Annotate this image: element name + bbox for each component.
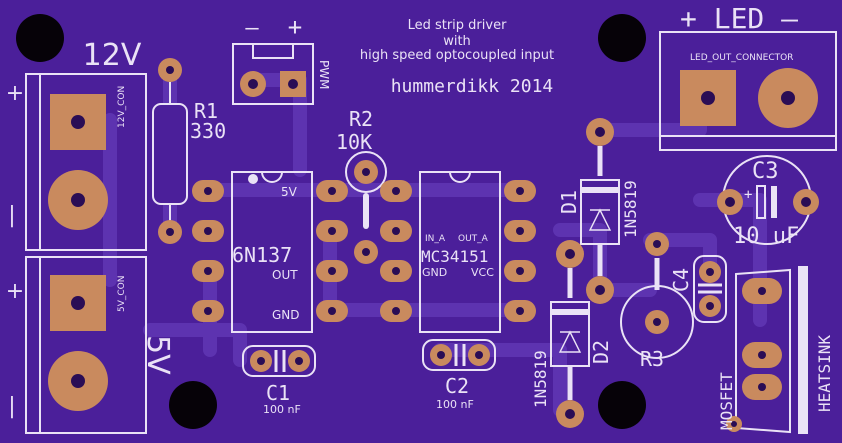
pwm-plus-label: +: [288, 13, 302, 41]
mount-hole-bl: [169, 381, 217, 429]
mount-hole-tl: [16, 14, 64, 62]
mount-hole-tr: [598, 14, 646, 62]
led-connector-label: LED_OUT_CONNECTOR: [690, 53, 793, 63]
heatsink-label: HEATSINK: [815, 335, 834, 412]
u2-name: MC34151: [421, 247, 488, 266]
u1-pin-out: OUT: [272, 268, 298, 282]
led-out-connector: + LED — LED_OUT_CONNECTOR: [659, 2, 837, 151]
con-12v-label: 12V_CON: [117, 86, 127, 128]
diode-d2: D2 1N5819: [531, 240, 613, 428]
ic-6n137: 6N137 5V OUT GND: [192, 171, 348, 333]
c3-value: 10 uF: [733, 224, 799, 249]
title-line-3: high speed optocoupled input: [360, 48, 554, 63]
connector-12v: 12V + | 12V_CON: [6, 38, 147, 251]
u1-pin-gnd: GND: [272, 308, 300, 322]
title-line-1: Led strip driver: [408, 18, 508, 33]
label-5v: 5V: [140, 335, 175, 375]
capacitor-c1: C1 100 nF: [242, 345, 316, 416]
connector-5v: + | 5V_CON 5V: [6, 256, 175, 434]
plus-12v: +: [6, 81, 24, 106]
mount-hole-br: [598, 381, 646, 429]
author-label: hummerdikk 2014: [391, 76, 554, 97]
u2-gnd: GND: [422, 266, 447, 279]
r3-name: R3: [640, 347, 664, 371]
capacitor-c4: C4: [669, 255, 727, 323]
title-line-2: with: [443, 34, 471, 49]
r1-name: R1: [194, 99, 218, 123]
pwm-minus-label: —: [245, 16, 259, 41]
resistor-r2: R2 10K: [336, 107, 387, 264]
u1-name: 6N137: [232, 243, 292, 267]
diode-d1: D1 1N5819: [557, 118, 640, 304]
capacitor-c2: C2 100 nF: [422, 339, 496, 411]
d2-name: D2: [589, 340, 613, 364]
d1-name: D1: [557, 190, 581, 214]
pwm-label: PWM: [317, 60, 331, 89]
c3-name: C3: [752, 159, 779, 184]
led-header: + LED —: [680, 2, 798, 35]
mosfet-label: MOSFET: [717, 372, 736, 430]
r2-name: R2: [349, 107, 373, 131]
c3-plus: +: [744, 187, 752, 203]
label-12v: 12V: [83, 38, 142, 73]
resistor-r1: R1 330: [152, 58, 226, 244]
plus-5v: +: [6, 279, 24, 304]
d1-part: 1N5819: [621, 180, 640, 238]
mosfet-heatsink: MOSFET HEATSINK: [717, 266, 834, 434]
c2-name: C2: [445, 374, 469, 398]
c4-name: C4: [669, 268, 693, 292]
con-5v-label: 5V_CON: [117, 276, 127, 312]
c1-value: 100 nF: [263, 403, 301, 416]
ic-mc34151: IN_A OUT_A MC34151 GND VCC: [380, 171, 536, 333]
u2-in-a: IN_A: [425, 234, 446, 244]
r1-value: 330: [190, 119, 226, 143]
u1-pin-5v: 5V: [281, 185, 298, 199]
c2-value: 100 nF: [436, 398, 474, 411]
capacitor-c3: C3 + 10 uF: [717, 155, 819, 249]
c1-name: C1: [266, 381, 290, 405]
minus-12v: |: [8, 203, 15, 228]
minus-5v: |: [8, 394, 15, 419]
r2-value: 10K: [336, 130, 372, 154]
pwm-connector: — + PWM: [232, 13, 331, 105]
u2-out-a: OUT_A: [458, 234, 489, 244]
u2-vcc: VCC: [471, 266, 494, 279]
d2-part: 1N5819: [531, 350, 550, 408]
trimmer-r3: R3: [620, 232, 694, 371]
